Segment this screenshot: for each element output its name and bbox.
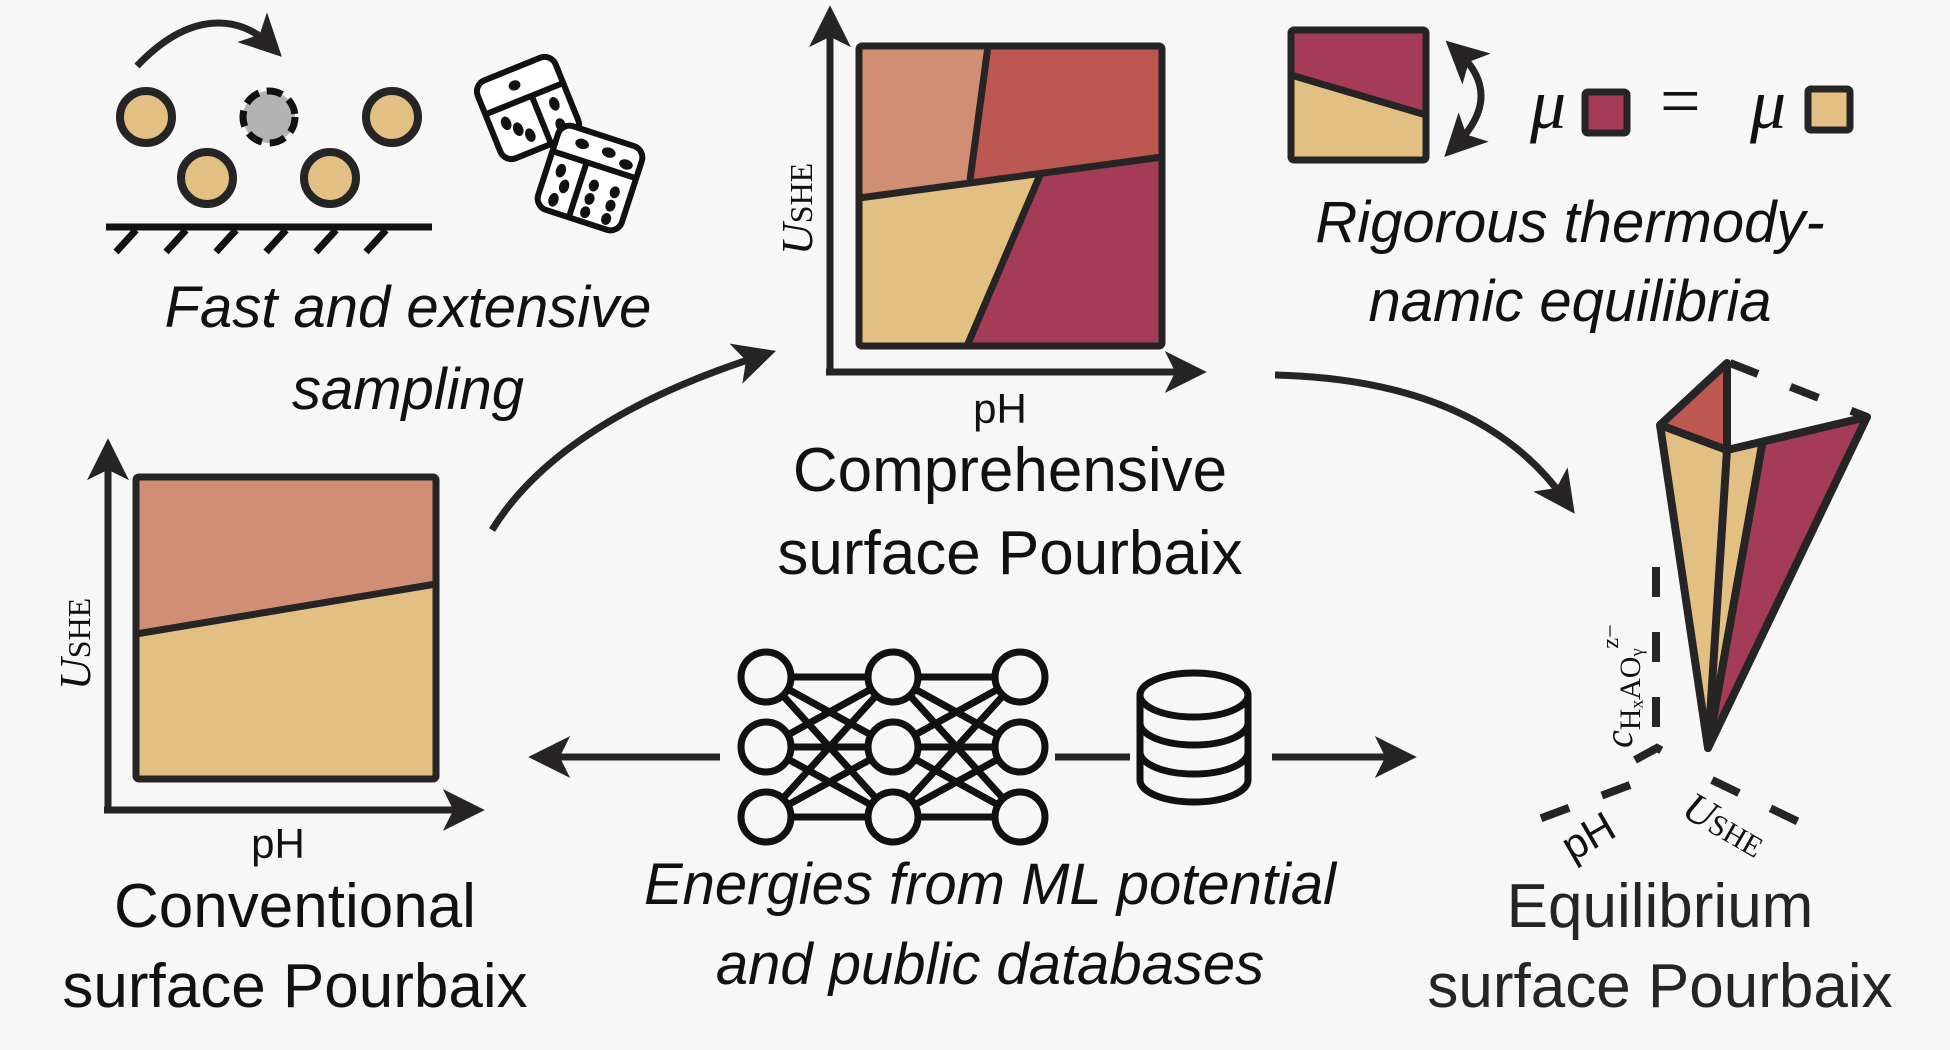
conventional-ylabel: USHE (51, 598, 100, 690)
adsorbate-atom-icon (300, 148, 360, 208)
equilibrium-pourbaix-3d (1513, 359, 1871, 832)
conventional-title-line2: surface Pourbaix (62, 952, 528, 1021)
sand-swatch (1804, 85, 1854, 134)
equilibria-caption-line1: Rigorous thermody- (1315, 190, 1825, 255)
adsorbate-atom-icon (362, 87, 422, 147)
equilibrium-c-label: cHₓAOᵧz− (1596, 624, 1647, 748)
equilibrium-title-line2: surface Pourbaix (1427, 952, 1893, 1021)
adsorbate-atom-icon (177, 148, 237, 208)
crimson-swatch (1581, 88, 1631, 137)
energies-caption-line1: Energies from ML potential (643, 852, 1337, 917)
equilibria-icon (1287, 26, 1854, 164)
region-crimson (967, 157, 1162, 346)
arrow-comprehensive-to-equilibrium (1274, 371, 1575, 514)
arrow-conventional-to-comprehensive (489, 343, 776, 532)
hop-arrow-icon (134, 12, 282, 69)
equals-sign: = (1660, 61, 1701, 141)
region-sand (859, 175, 1040, 346)
conventional-xlabel: pH (251, 820, 305, 867)
conventional-title-line1: Conventional (114, 872, 476, 941)
dice-icon (473, 53, 646, 234)
equilibrium-title-line1: Equilibrium (1506, 872, 1814, 941)
energies-caption-line2: and public databases (715, 932, 1265, 997)
sampling-caption-line2: sampling (291, 357, 525, 422)
region-salmon (859, 46, 988, 198)
region-brick (970, 46, 1162, 180)
sampling-icon (106, 12, 432, 255)
comprehensive-title-line1: Comprehensive (792, 436, 1228, 505)
mu-symbol-right: μ (1749, 64, 1786, 144)
conventional-pourbaix-diagram (87, 438, 485, 831)
sampling-caption-line1: Fast and extensive (164, 275, 652, 340)
comprehensive-pourbaix-diagram (809, 5, 1207, 393)
comprehensive-ylabel: USHE (773, 163, 822, 255)
comprehensive-xlabel: pH (973, 385, 1027, 432)
adsorbate-atom-icon (116, 87, 176, 147)
double-arrow-icon (1444, 40, 1491, 158)
mu-symbol-left: μ (1529, 64, 1566, 144)
equilibrium-u-label: USHE (1675, 784, 1773, 867)
neural-network-icon (737, 648, 1049, 846)
vacancy-site-icon (239, 87, 299, 147)
comprehensive-title-line2: surface Pourbaix (777, 519, 1243, 588)
surface-icon (106, 223, 432, 255)
database-icon (1136, 669, 1252, 806)
region-sand (136, 584, 436, 779)
equilibria-caption-line2: namic equilibria (1368, 269, 1772, 334)
